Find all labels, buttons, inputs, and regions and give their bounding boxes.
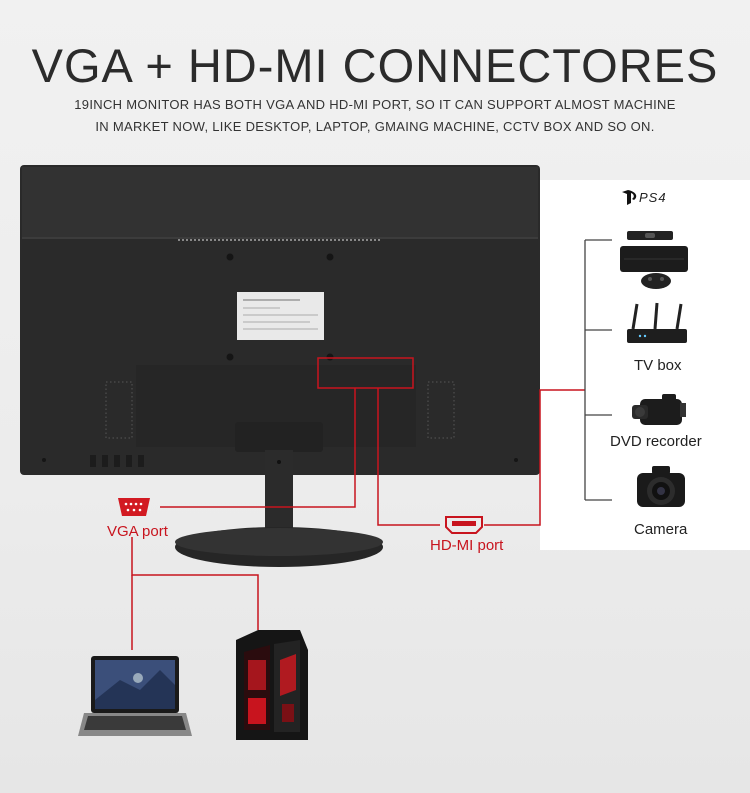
vga-port-label: VGA port xyxy=(107,523,168,540)
camera-label: Camera xyxy=(634,521,688,538)
device-tree-lines xyxy=(584,239,612,501)
desktop-tower-icon xyxy=(236,630,308,740)
camcorder-icon xyxy=(632,394,686,425)
tv-box-icon xyxy=(627,302,687,343)
spec-sticker xyxy=(237,292,324,340)
camera-icon xyxy=(637,466,685,507)
ps4-logo: PS4 xyxy=(639,190,667,205)
monitor-back xyxy=(20,165,540,475)
hdmi-port-label: HD-MI port xyxy=(430,537,504,554)
page-title: VGA + HD-MI CONNECTORES xyxy=(31,39,719,92)
hdmi-port-icon xyxy=(445,516,483,534)
right-vent xyxy=(427,381,455,439)
playstation-icon xyxy=(622,190,637,205)
monitor-stand xyxy=(175,422,383,567)
dvd-recorder-label: DVD recorder xyxy=(610,433,702,450)
subtitle-line-2: IN MARKET NOW, LIKE DESKTOP, LAPTOP, GMA… xyxy=(95,119,655,134)
subtitle-line-1: 19INCH MONITOR HAS BOTH VGA AND HD-MI PO… xyxy=(74,97,676,112)
tv-box-label: TV box xyxy=(634,357,682,374)
game-console-icon xyxy=(620,231,688,289)
port-highlight-box xyxy=(317,357,414,389)
connection-lines xyxy=(131,388,585,650)
laptop-icon xyxy=(78,656,192,736)
vga-port-icon xyxy=(118,498,150,516)
left-vent xyxy=(105,381,133,439)
